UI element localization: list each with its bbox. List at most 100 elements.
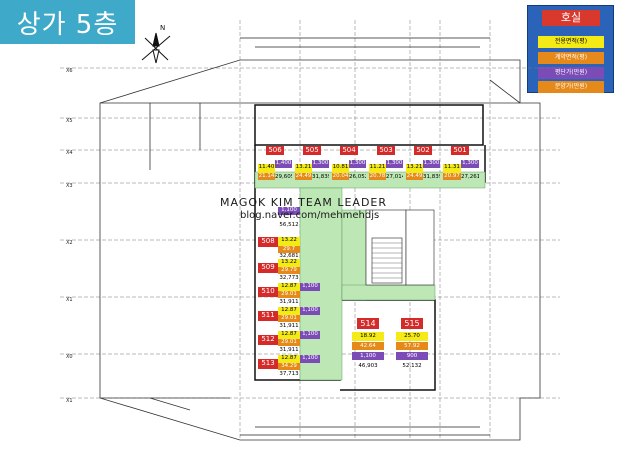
unit-513[interactable]: 513 12.87 34.29 1,100 37,713 (258, 355, 320, 380)
svg-text:X5: X5 (66, 118, 73, 124)
unit-number: 509 (258, 263, 278, 273)
svg-text:X6: X6 (66, 68, 73, 74)
watermark-title: MAGOK KIM TEAM LEADER (220, 196, 388, 209)
unit-price: 1,300 (349, 160, 366, 168)
unit-505[interactable]: 505 13.21 24.49 1,300 31,839 (295, 146, 329, 186)
unit-contract: 29.7 (278, 246, 300, 253)
unit-area: 13.22 (278, 259, 300, 267)
unit-price: 1,300 (386, 160, 403, 168)
unit-price: 900 (396, 352, 428, 360)
unit-price: 1,400 (275, 160, 292, 168)
unit-total: 37,713 (279, 371, 299, 377)
unit-total: 32,681 (279, 253, 299, 259)
unit-total: 27,261 (461, 174, 479, 180)
unit-contract: 57.92 (396, 342, 428, 350)
unit-area: 12.87 (278, 355, 300, 363)
unit-512[interactable]: 512 12.87 29.01 1,100 31,911 (258, 331, 320, 356)
unit-510[interactable]: 510 12.87 29.01 1,100 31,911 (258, 283, 320, 308)
unit-total: 27,014 (386, 174, 403, 180)
unit-number: 504 (340, 146, 358, 155)
unit-contract: 29.01 (278, 339, 300, 346)
unit-number: 511 (258, 311, 278, 321)
unit-price: 1,100 (352, 352, 384, 360)
unit-511[interactable]: 511 12.87 29.01 1,100 31,911 (258, 307, 320, 332)
unit-area: 13.21 (295, 164, 312, 173)
page-title: 상가 5층 (0, 0, 135, 44)
unit-506[interactable]: 506 11.40 21.14 1,400 29,605 (258, 146, 292, 186)
unit-total: 31,839 (312, 174, 329, 180)
unit-total: 46,903 (358, 363, 378, 369)
unit-514[interactable]: 514 18.92 42.64 1,100 46,903 (352, 318, 384, 378)
unit-number: 508 (258, 237, 278, 247)
svg-text:N: N (160, 24, 165, 32)
unit-number: 510 (258, 287, 278, 297)
unit-contract: 21.14 (258, 173, 275, 180)
legend-header: 호실 (542, 10, 600, 26)
unit-number: 506 (266, 146, 284, 155)
legend: 호실 전용면적(평) 계약면적(평) 평단가(만원) 분양가(만원) (527, 5, 614, 93)
watermark-url: blog.naver.com/mehmehdjs (240, 210, 380, 221)
unit-contract: 29.01 (278, 315, 300, 322)
unit-507[interactable]: 1,100 56,512 (258, 207, 300, 232)
unit-number: 513 (258, 359, 278, 369)
unit-total: 31,911 (279, 347, 299, 353)
north-arrow-icon: N (141, 24, 171, 64)
legend-item-sale-price: 분양가(만원) (538, 81, 604, 93)
unit-509[interactable]: 509 13.22 29.79 32,773 (258, 259, 300, 284)
unit-area: 10.81 (332, 164, 349, 173)
unit-total: 31,839 (423, 174, 440, 180)
legend-item-area: 전용면적(평) (538, 36, 604, 48)
unit-price: 1,300 (312, 160, 329, 168)
svg-text:X4: X4 (66, 150, 73, 156)
legend-item-contract: 계약면적(평) (538, 52, 604, 64)
unit-503[interactable]: 503 11.21 20.78 1,300 27,014 (369, 146, 403, 186)
unit-contract: 29.79 (278, 267, 300, 274)
svg-text:X1: X1 (66, 297, 73, 303)
unit-price: 1,100 (300, 331, 320, 339)
svg-text:X0: X0 (66, 354, 73, 360)
unit-total: 52,132 (402, 363, 422, 369)
unit-area: 25.70 (396, 332, 428, 341)
unit-contract: 20.04 (332, 173, 349, 180)
unit-515[interactable]: 515 25.70 57.92 900 52,132 (396, 318, 428, 378)
unit-contract: 20.78 (369, 173, 386, 180)
unit-total: 56,512 (279, 222, 299, 228)
unit-area: 12.87 (278, 307, 300, 315)
unit-area: 18.92 (352, 332, 384, 341)
unit-contract: 20.97 (443, 173, 461, 180)
unit-contract: 24.49 (295, 173, 312, 180)
unit-price: 1,100 (300, 283, 320, 291)
unit-price: 1,300 (461, 160, 479, 168)
unit-price: 1,100 (300, 355, 320, 363)
unit-area: 13.21 (406, 164, 423, 173)
unit-price: 1,100 (278, 207, 300, 215)
unit-number: 515 (401, 318, 423, 329)
unit-502[interactable]: 502 13.21 24.49 1,300 31,839 (406, 146, 440, 186)
unit-total: 29,605 (275, 174, 292, 180)
unit-area: 11.40 (258, 164, 275, 173)
unit-504[interactable]: 504 10.81 20.04 1,300 26,052 (332, 146, 366, 186)
unit-total: 31,911 (279, 299, 299, 305)
unit-total: 26,052 (349, 174, 366, 180)
unit-area: 11.21 (369, 164, 386, 173)
svg-text:X2: X2 (66, 240, 73, 246)
unit-508[interactable]: 508 13.22 29.7 32,681 (258, 235, 300, 260)
unit-contract: 34.29 (278, 363, 300, 370)
unit-area: 11.31 (443, 164, 461, 173)
svg-text:X3: X3 (66, 183, 73, 189)
unit-area: 13.22 (278, 237, 300, 246)
legend-item-unit-price: 평단가(만원) (538, 67, 604, 79)
unit-number: 502 (414, 146, 432, 155)
unit-contract: 29.01 (278, 291, 300, 298)
unit-number: 514 (357, 318, 379, 329)
unit-price: 1,100 (300, 307, 320, 315)
unit-area: 12.87 (278, 283, 300, 291)
unit-number: 505 (303, 146, 321, 155)
unit-contract: 24.49 (406, 173, 423, 180)
unit-total: 32,773 (279, 275, 299, 281)
unit-number: 503 (377, 146, 395, 155)
unit-number: 501 (451, 146, 469, 155)
unit-501[interactable]: 501 11.31 20.97 1,300 27,261 (443, 146, 481, 186)
unit-total: 31,911 (279, 323, 299, 329)
